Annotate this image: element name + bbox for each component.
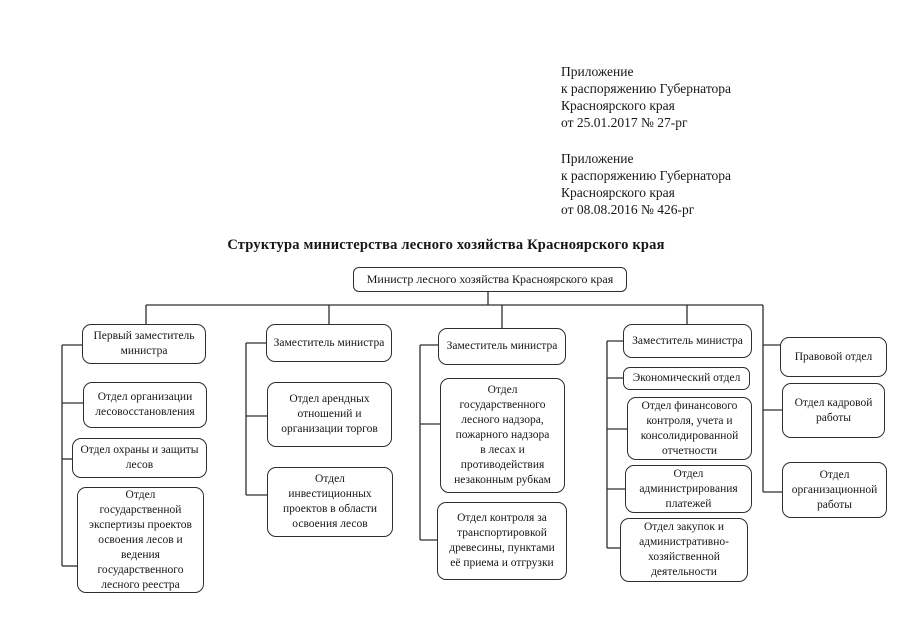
- org-box-deputy-minister-4: Заместитель министра: [623, 324, 752, 358]
- org-box-label: Отдел кадровой работы: [794, 396, 873, 424]
- annex-line: Приложение: [561, 64, 634, 79]
- org-box-dept-state-expertise: Отдел государственной экспертизы проекто…: [77, 487, 204, 593]
- annex-line: к распоряжению Губернатора: [561, 168, 732, 183]
- org-box-label: Отдел инвестиционных проектов в области …: [282, 473, 377, 530]
- org-box-label: Отдел финансового контроля, учета и конс…: [640, 399, 739, 457]
- org-box-label: Экономический отдел: [632, 372, 741, 384]
- org-box-label: Отдел охраны и защиты лесов: [80, 444, 199, 471]
- org-box-first-deputy-minister: Первый заместитель министра: [82, 324, 206, 364]
- org-box-label: Заместитель министра: [632, 334, 743, 347]
- org-box-label: Отдел государственного лесного надзора, …: [454, 384, 551, 486]
- org-box-dept-forest-supervision: Отдел государственного лесного надзора, …: [440, 378, 565, 493]
- org-box-economic-dept: Экономический отдел: [623, 367, 750, 390]
- org-box-dept-reforestation: Отдел организации лесовосстановления: [83, 382, 207, 428]
- org-box-label: Отдел закупок и административно- хозяйст…: [639, 521, 729, 578]
- annex-line: Красноярского края: [561, 185, 675, 200]
- org-box-label: Отдел государственной экспертизы проекто…: [89, 488, 192, 591]
- org-box-label: Отдел арендных отношений и организации т…: [281, 393, 378, 435]
- annex-line: Приложение: [561, 151, 634, 166]
- org-box-organizational-work-dept: Отдел организационной работы: [782, 462, 887, 518]
- org-box-dept-investment-projects: Отдел инвестиционных проектов в области …: [267, 467, 393, 537]
- org-box-label: Правовой отдел: [794, 350, 873, 363]
- org-box-dept-procurement: Отдел закупок и административно- хозяйст…: [620, 518, 748, 582]
- org-box-label: Отдел контроля за транспортировкой древе…: [449, 512, 555, 569]
- org-box-label: Отдел организационной работы: [791, 468, 878, 511]
- org-box-dept-payments-administration: Отдел администрирования платежей: [625, 465, 752, 513]
- org-box-dept-financial-control: Отдел финансового контроля, учета и конс…: [627, 397, 752, 460]
- annex-line: от 08.08.2016 № 426-рг: [561, 202, 695, 217]
- org-box-minister: Министр лесного хозяйства Красноярского …: [353, 267, 627, 292]
- org-box-hr-dept: Отдел кадровой работы: [782, 383, 885, 438]
- annex-line: Красноярского края: [561, 98, 675, 113]
- org-box-legal-dept: Правовой отдел: [780, 337, 887, 377]
- org-box-label: Заместитель министра: [273, 336, 385, 349]
- annex-block-1: Приложение к распоряжению Губернатора Кр…: [561, 63, 731, 131]
- org-box-label: Первый заместитель министра: [93, 330, 195, 357]
- annex-line: к распоряжению Губернатора: [561, 81, 732, 96]
- annex-block-2: Приложение к распоряжению Губернатора Кр…: [561, 150, 731, 218]
- annex-line: от 25.01.2017 № 27-рг: [561, 115, 688, 130]
- org-box-deputy-minister-3: Заместитель министра: [438, 328, 566, 365]
- org-box-label: Отдел организации лесовосстановления: [95, 391, 195, 418]
- org-box-dept-timber-transport-control: Отдел контроля за транспортировкой древе…: [437, 502, 567, 580]
- org-box-dept-lease-relations: Отдел арендных отношений и организации т…: [267, 382, 392, 447]
- org-box-label: Отдел администрирования платежей: [639, 467, 738, 510]
- annex-references: Приложение к распоряжению Губернатора Кр…: [561, 63, 731, 237]
- org-box-label: Министр лесного хозяйства Красноярского …: [366, 272, 614, 286]
- org-box-dept-forest-protection: Отдел охраны и защиты лесов: [72, 438, 207, 478]
- org-box-deputy-minister-2: Заместитель министра: [266, 324, 392, 362]
- org-box-label: Заместитель министра: [446, 340, 558, 352]
- page-title: Структура министерства лесного хозяйства…: [227, 237, 665, 253]
